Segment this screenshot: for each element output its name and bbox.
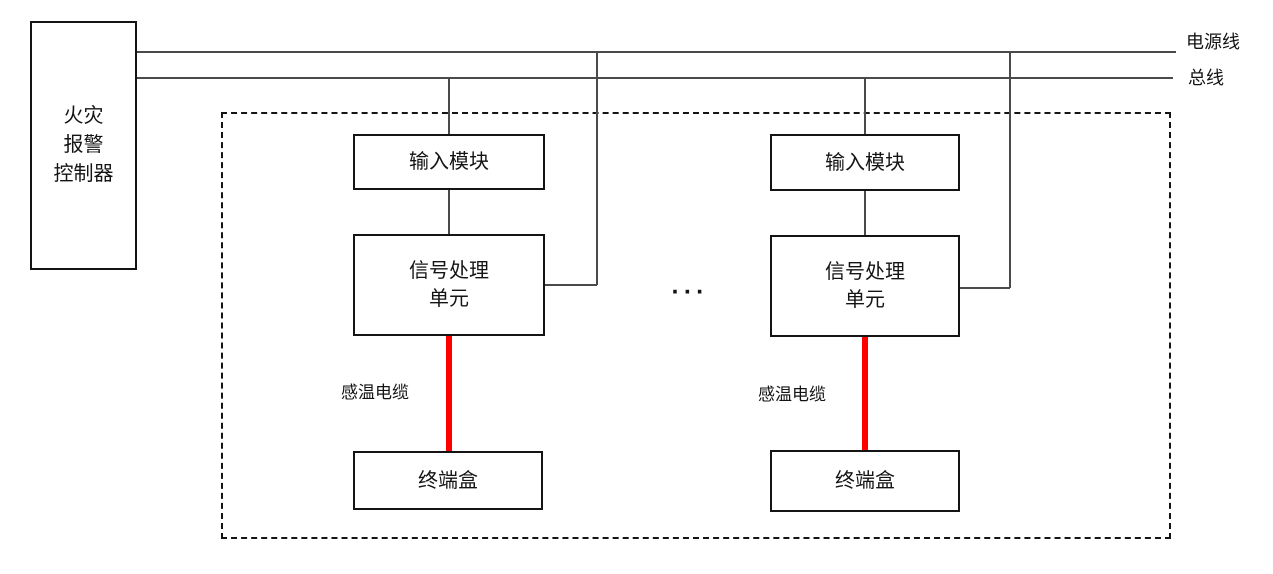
subsystem2-sensing-cable-label: 感温电缆 [758, 385, 826, 404]
subsystem1-power-branch-wire [545, 284, 597, 286]
subsystem2-bus-drop-wire [864, 78, 866, 135]
subsystem1-bus-drop-wire [448, 78, 450, 135]
power-line-label: 电源线 [1186, 32, 1240, 52]
subsystem1-sensing-cable [446, 336, 452, 451]
subsystem1-signal-unit-label: 信号处理 单元 [409, 260, 489, 310]
subsystem2-signal-unit-box: 信号处理 单元 [770, 235, 960, 337]
detection-zone-dashed-border [221, 112, 1171, 539]
subsystem2-signal-unit-label: 信号处理 单元 [825, 261, 905, 311]
fire-alarm-controller-label: 火灾 报警 控制器 [53, 105, 114, 185]
subsystem2-terminal-label: 终端盒 [835, 470, 895, 492]
subsystem1-sensing-cable-label: 感温电缆 [341, 383, 409, 402]
subsystem1-signal-unit-box: 信号处理 单元 [353, 234, 545, 336]
subsystem2-power-branch-wire [960, 287, 1010, 289]
fire-alarm-controller-box: 火灾 报警 控制器 [30, 21, 137, 270]
bus-line-label: 总线 [1188, 68, 1224, 88]
subsystem2-input-module-label: 输入模块 [825, 151, 905, 174]
subsystem2-input-module-box: 输入模块 [770, 134, 960, 191]
subsystem2-sensing-cable [862, 337, 868, 450]
subsystem2-power-drop-wire [1009, 52, 1011, 288]
repetition-ellipsis: ··· [671, 278, 709, 306]
subsystem1-power-drop-wire [596, 52, 598, 285]
subsystem1-terminal-box: 终端盒 [353, 451, 543, 510]
subsystem1-terminal-label: 终端盒 [418, 469, 478, 492]
subsystem2-module-link-wire [864, 191, 866, 235]
subsystem1-input-module-box: 输入模块 [353, 134, 545, 190]
subsystem1-input-module-label: 输入模块 [409, 151, 489, 173]
bus-line [137, 77, 1173, 79]
power-line [137, 51, 1176, 53]
subsystem1-module-link-wire [448, 190, 450, 234]
subsystem2-terminal-box: 终端盒 [770, 450, 960, 512]
